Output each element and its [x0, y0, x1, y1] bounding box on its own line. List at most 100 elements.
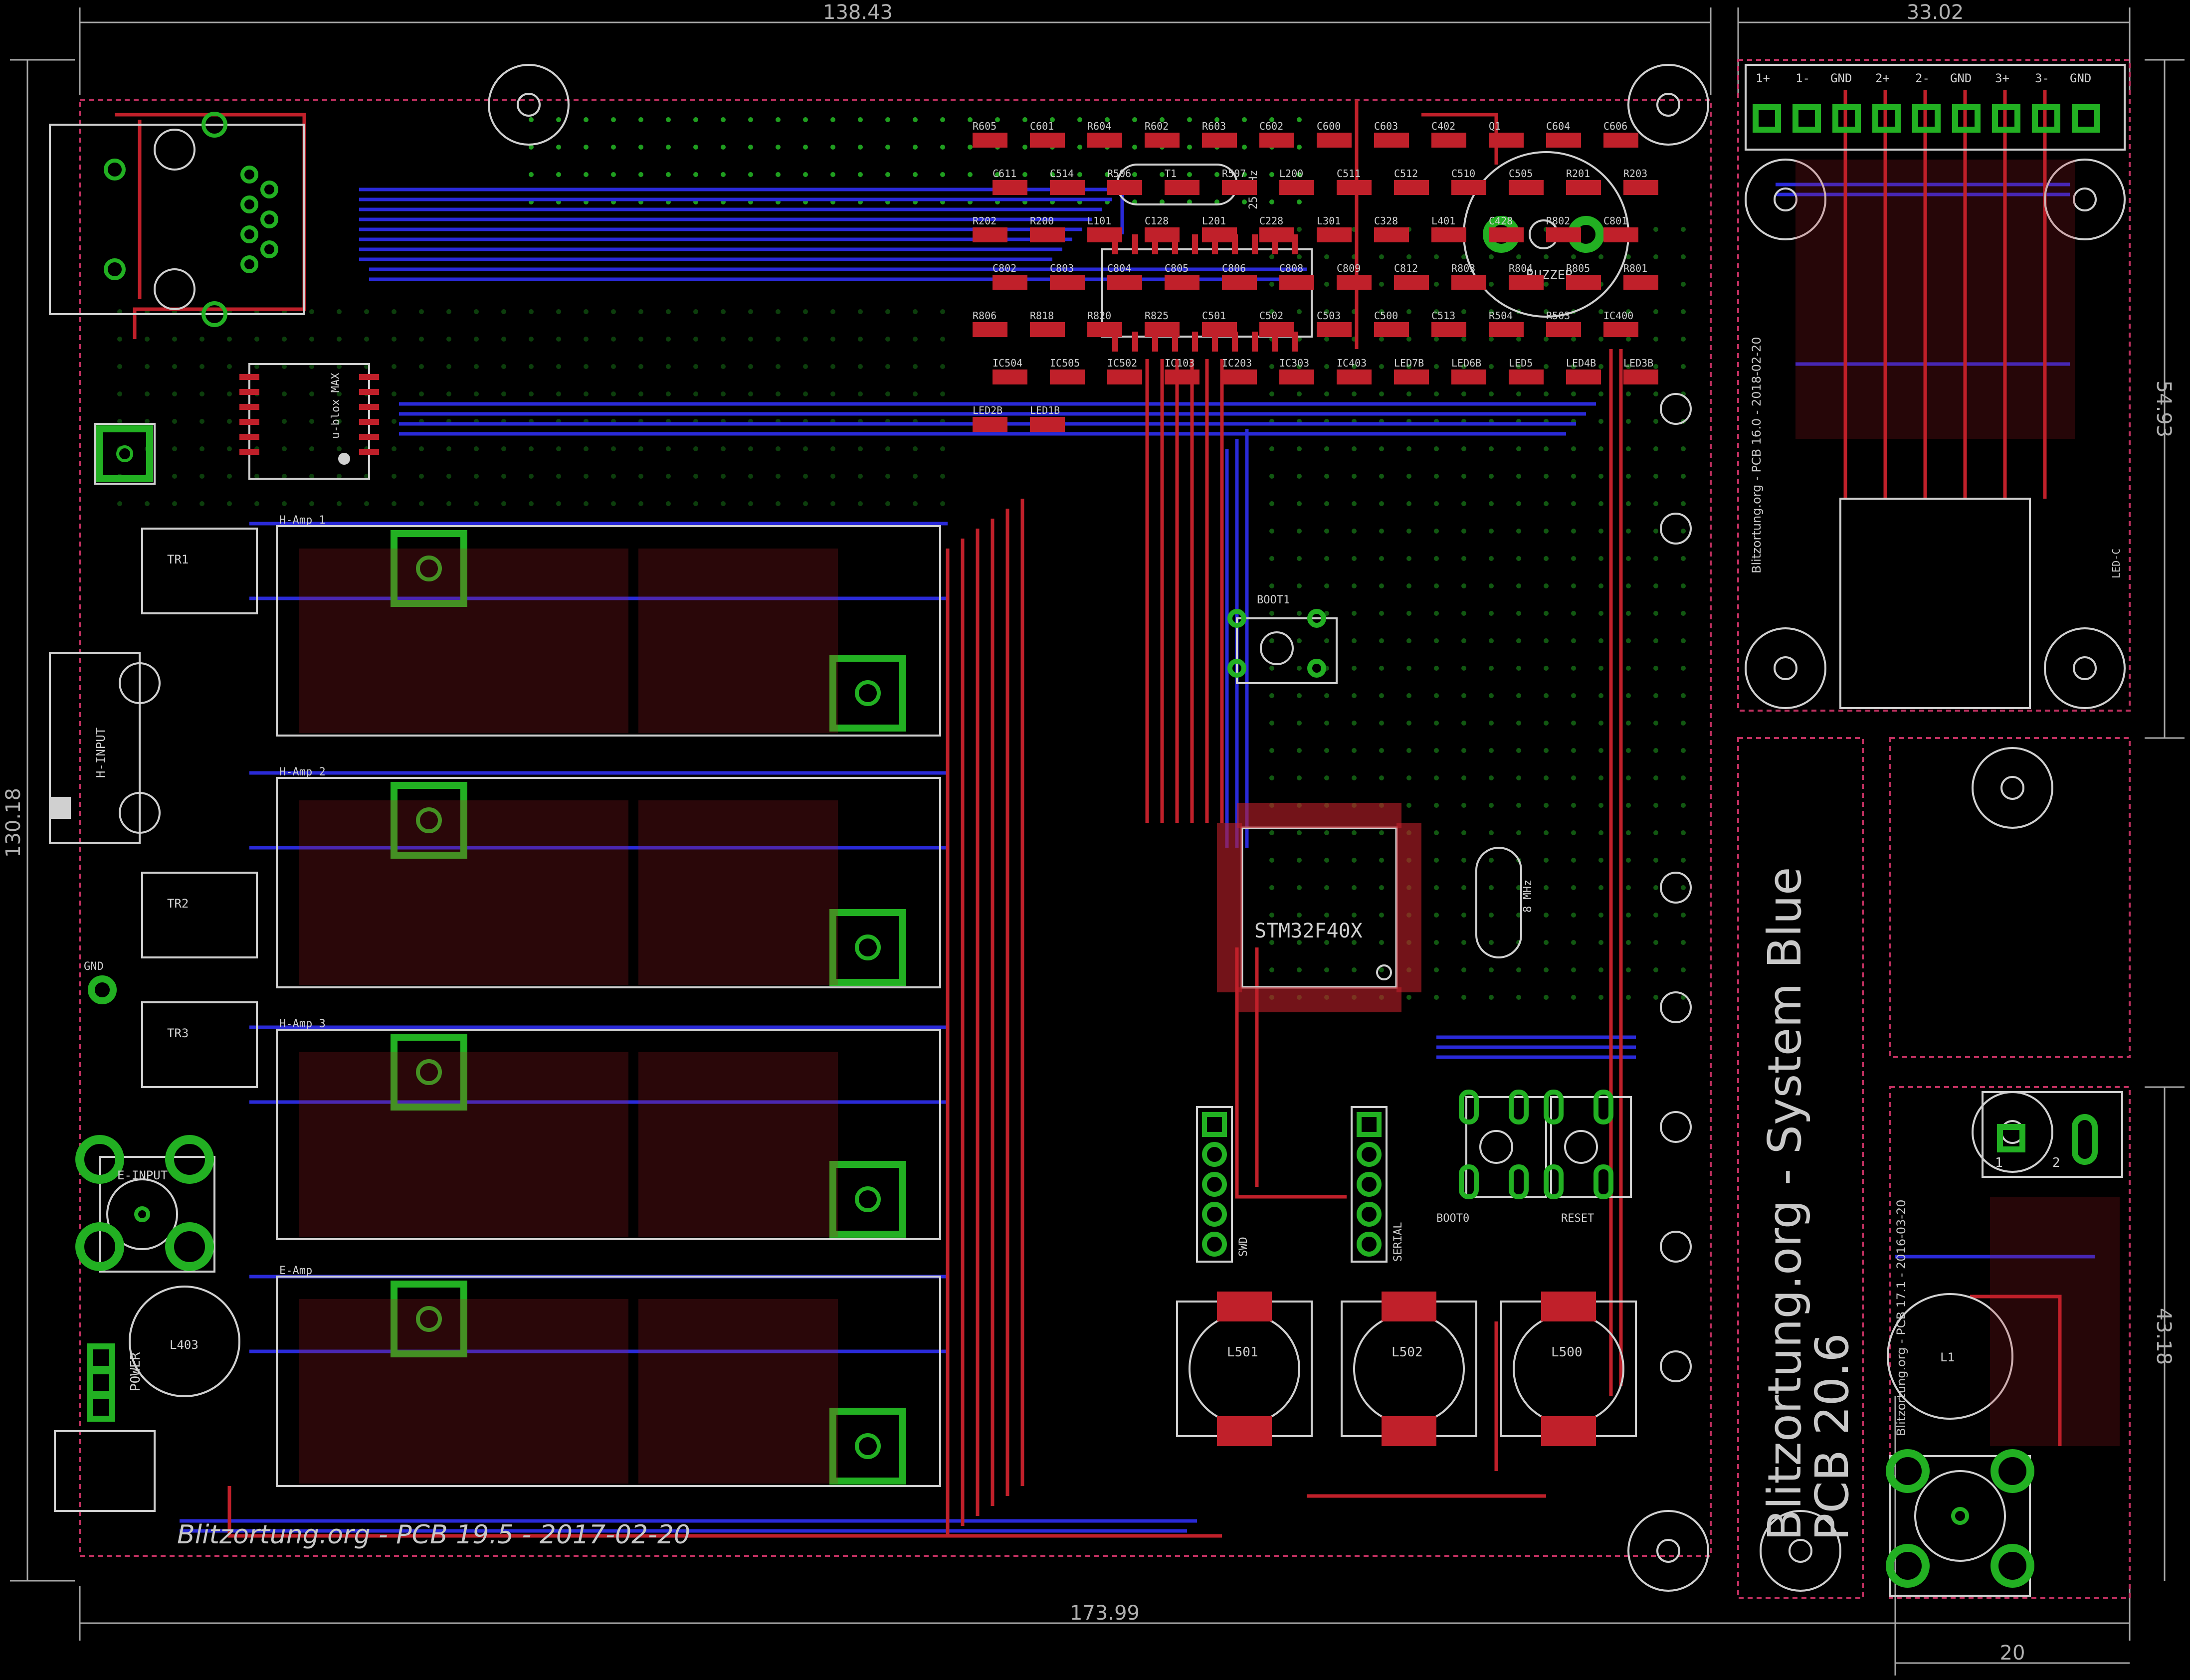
part-pad: [1546, 227, 1581, 242]
rt-pin-6: GND: [1950, 71, 1972, 85]
rt-pin-5: 2-: [1915, 71, 1930, 85]
swd-header: [1196, 1106, 1233, 1263]
led-column: [1660, 393, 1692, 1382]
part-label: R805: [1566, 262, 1590, 274]
part-pad: [1317, 227, 1352, 242]
part-pad: [1279, 180, 1314, 195]
part-label: L200: [1279, 168, 1303, 180]
part-pad: [1165, 180, 1199, 195]
part-pad: [1566, 370, 1601, 384]
rt-pin-7: 3+: [1995, 71, 2009, 85]
part-label: R506: [1107, 168, 1131, 180]
part-label: C812: [1394, 262, 1418, 274]
part-label: C502: [1259, 310, 1283, 322]
part-label: C514: [1050, 168, 1074, 180]
gps-module: [94, 363, 379, 485]
part-label: R818: [1030, 310, 1054, 322]
part-pad: [973, 227, 1007, 242]
part-pad: [1222, 180, 1257, 195]
dim-right-top: 54.93: [2152, 380, 2175, 438]
part-label: R507: [1222, 168, 1246, 180]
part-pad: [1145, 133, 1180, 148]
tr3-label: TR3: [167, 1026, 189, 1040]
part-label: C802: [993, 262, 1016, 274]
part-label: R203: [1623, 168, 1647, 180]
serial-label: SERIAL: [1392, 1222, 1404, 1262]
part-label: IC203: [1222, 357, 1252, 369]
part-label: C501: [1202, 310, 1226, 322]
part-label: R801: [1623, 262, 1647, 274]
reset-label: RESET: [1561, 1212, 1594, 1225]
part-label: C513: [1431, 310, 1455, 322]
part-pad: [973, 417, 1007, 432]
part-label: C806: [1222, 262, 1246, 274]
serial-header: [1351, 1106, 1388, 1263]
boot0-reset-buttons: [1459, 1090, 1632, 1199]
h-input-connector: [49, 652, 161, 844]
rt-pin-3: GND: [1830, 71, 1852, 85]
part-pad: [993, 180, 1027, 195]
boot1-label: BOOT1: [1257, 594, 1290, 606]
system-blue-pcb: PCB 20.6: [1805, 1333, 1859, 1541]
part-label: C402: [1431, 120, 1455, 132]
crystal-q2: [1475, 847, 1522, 958]
amp-channel-3: [276, 1029, 941, 1240]
dim-right-bottom: 43.18: [2152, 1308, 2175, 1365]
part-label: R803: [1451, 262, 1475, 274]
part-pad: [1030, 133, 1065, 148]
dim-bottom-right: 20: [2000, 1642, 2025, 1665]
part-label: IC400: [1603, 310, 1633, 322]
part-pad: [1603, 227, 1638, 242]
part-pad: [1546, 133, 1581, 148]
gnd-pad: [88, 975, 117, 1004]
rt-pin-4: 2+: [1875, 71, 1890, 85]
part-label: R806: [973, 310, 996, 322]
mcu-label: STM32F40X: [1254, 920, 1363, 942]
boot0-label: BOOT0: [1436, 1212, 1469, 1225]
part-pad: [1050, 275, 1085, 290]
part-pad: [1451, 370, 1486, 384]
part-label: C511: [1337, 168, 1361, 180]
tr1-label: TR1: [167, 553, 189, 566]
part-pad: [1394, 180, 1429, 195]
part-pad: [1279, 275, 1314, 290]
dim-top-right: 33.02: [1907, 1, 1964, 24]
part-label: C803: [1050, 262, 1074, 274]
gnd-label: GND: [84, 960, 104, 973]
rb-pin-2: 2: [2052, 1155, 2060, 1170]
part-label: C603: [1374, 120, 1398, 132]
part-label: IC502: [1107, 357, 1137, 369]
e-input-connector: [75, 1135, 215, 1273]
power-label: POWER: [128, 1352, 143, 1391]
rt-pin-9: GND: [2070, 71, 2091, 85]
board-outlines: [79, 59, 2131, 1599]
l403-label: L403: [170, 1338, 199, 1352]
part-pad: [1509, 370, 1544, 384]
part-pad: [1566, 275, 1601, 290]
part-pad: [1165, 370, 1199, 384]
part-label: R201: [1566, 168, 1590, 180]
part-pad: [1222, 370, 1257, 384]
part-pad: [1050, 370, 1085, 384]
part-pad: [1489, 227, 1524, 242]
part-pad: [973, 322, 1007, 337]
power-connector: [54, 1343, 156, 1512]
part-label: R820: [1087, 310, 1111, 322]
amp-channel-2: [276, 777, 941, 988]
right-top-terminal: [1745, 64, 2126, 151]
rj45-connector: [49, 112, 305, 327]
part-label: C604: [1546, 120, 1570, 132]
inductor-l501: L501: [1227, 1345, 1258, 1360]
part-label: C428: [1489, 215, 1513, 227]
rb-pin-1: 1: [1995, 1155, 2003, 1170]
part-pad: [1337, 275, 1372, 290]
part-pad: [1337, 180, 1372, 195]
part-pad: [1107, 370, 1142, 384]
part-pad: [1623, 180, 1658, 195]
part-pad: [1546, 322, 1581, 337]
rt-vertical-text: Blitzortung.org - PCB 16.0 - 2018-02-20: [1750, 337, 1764, 574]
part-pad: [1145, 322, 1180, 337]
part-pad: [1431, 227, 1466, 242]
part-pad: [993, 370, 1027, 384]
part-label: C611: [993, 168, 1016, 180]
